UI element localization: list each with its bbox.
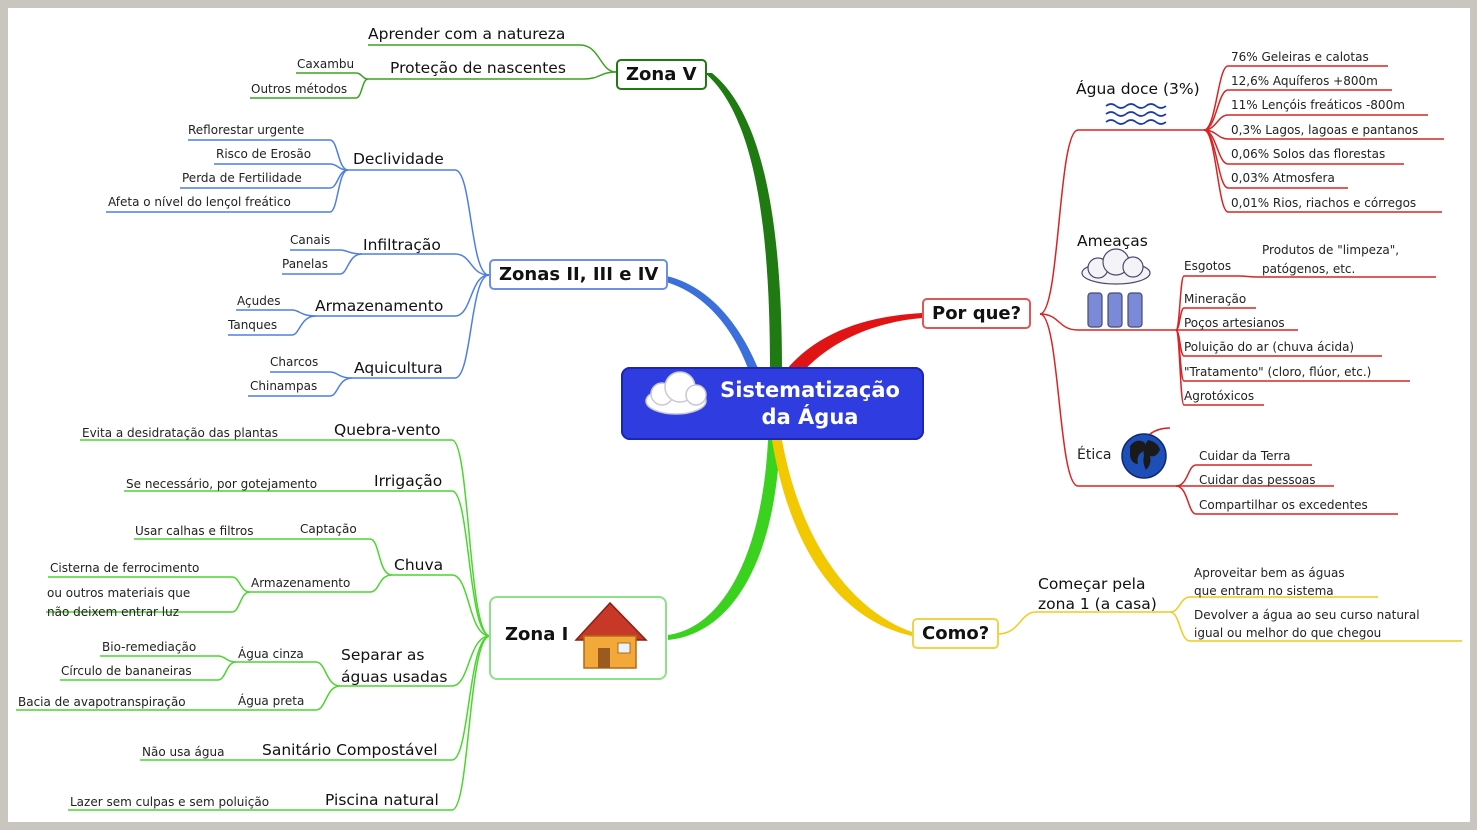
node-pocos[interactable]: Poços artesianos xyxy=(1184,316,1285,330)
node-armazenamento-chuva[interactable]: Armazenamento xyxy=(251,576,351,590)
node-risco-erosao[interactable]: Risco de Erosão xyxy=(216,147,312,161)
node-nao-usa-agua[interactable]: Não usa água xyxy=(142,745,225,759)
node-agrotoxicos[interactable]: Agrotóxicos xyxy=(1184,389,1255,403)
node-reflorestar[interactable]: Reflorestar urgente xyxy=(188,123,305,137)
node-perda-fertilidade[interactable]: Perda de Fertilidade xyxy=(182,171,302,185)
node-afeta-lencol[interactable]: Afeta o nível do lençol freático xyxy=(108,195,291,209)
node-aproveitar-aguas[interactable]: Aproveitar bem as águas que entram no si… xyxy=(1194,566,1345,598)
node-produtos-limpeza[interactable]: Produtos de "limpeza", patógenos, etc. xyxy=(1262,243,1400,276)
node-bacia-avapotranspiracao[interactable]: Bacia de avapotranspiração xyxy=(18,695,186,709)
topic-como[interactable]: Como? xyxy=(912,618,1000,649)
topic-zona-v[interactable]: Zona V xyxy=(616,59,707,90)
node-solos[interactable]: 0,06% Solos das florestas xyxy=(1231,147,1386,161)
node-separar-aguas[interactable]: Separar as águas usadas xyxy=(341,646,448,686)
node-charcos[interactable]: Charcos xyxy=(270,355,319,369)
node-acudes[interactable]: Açudes xyxy=(237,294,281,308)
node-lencois[interactable]: 11% Lençóis freáticos -800m xyxy=(1231,98,1405,112)
node-tanques[interactable]: Tanques xyxy=(228,318,278,332)
node-cuidar-terra[interactable]: Cuidar da Terra xyxy=(1199,449,1291,463)
node-geleiras[interactable]: 76% Geleiras e calotas xyxy=(1231,50,1369,64)
node-etica[interactable]: Ética xyxy=(1077,447,1112,463)
branch-zona-1 xyxy=(668,440,780,640)
node-cisterna[interactable]: Cisterna de ferrocimento xyxy=(50,561,200,575)
node-protecao-nascentes[interactable]: Proteção de nascentes xyxy=(390,59,566,77)
node-aprender[interactable]: Aprender com a natureza xyxy=(368,25,566,43)
node-quebra-vento[interactable]: Quebra-vento xyxy=(334,421,441,439)
node-evita-desidratacao[interactable]: Evita a desidratação das plantas xyxy=(82,426,278,440)
node-agua-cinza[interactable]: Água cinza xyxy=(238,647,304,661)
topic-zona-i: Zona I xyxy=(505,624,569,645)
node-compartilhar[interactable]: Compartilhar os excedentes xyxy=(1199,498,1368,512)
node-caxambu[interactable]: Caxambu xyxy=(297,57,355,71)
branch-zonas-2-4 xyxy=(662,275,762,380)
node-panelas[interactable]: Panelas xyxy=(282,257,328,271)
node-infiltracao[interactable]: Infiltração xyxy=(363,236,441,254)
node-chinampas[interactable]: Chinampas xyxy=(250,379,318,393)
node-aquicultura[interactable]: Aquicultura xyxy=(354,359,443,377)
branch-zona-v xyxy=(705,73,782,370)
node-agua-preta[interactable]: Água preta xyxy=(238,694,305,708)
node-gotejamento[interactable]: Se necessário, por gotejamento xyxy=(126,477,318,491)
node-poluicao-ar[interactable]: Poluição do ar (chuva ácida) xyxy=(1184,340,1355,354)
topic-zonas-2-4[interactable]: Zonas II, III e IV xyxy=(489,259,669,290)
node-armazenamento-zonas[interactable]: Armazenamento xyxy=(315,297,444,315)
branch-por-que xyxy=(786,313,922,375)
node-devolver-agua[interactable]: Devolver a água ao seu curso natural igu… xyxy=(1194,608,1420,640)
node-circulo-bananeiras[interactable]: Círculo de bananeiras xyxy=(61,664,192,678)
node-aquiferos[interactable]: 12,6% Aquíferos +800m xyxy=(1231,74,1378,88)
node-tratamento[interactable]: "Tratamento" (cloro, flúor, etc.) xyxy=(1184,365,1372,379)
node-lazer[interactable]: Lazer sem culpas e sem poluição xyxy=(70,795,270,809)
node-mineracao[interactable]: Mineração xyxy=(1184,292,1247,306)
node-ameacas[interactable]: Ameaças xyxy=(1077,232,1148,250)
node-lagos[interactable]: 0,3% Lagos, lagoas e pantanos xyxy=(1231,123,1419,137)
node-bio-remediacao[interactable]: Bio-remediação xyxy=(102,640,197,654)
node-rios[interactable]: 0,01% Rios, riachos e córregos xyxy=(1231,196,1417,210)
topic-por-que[interactable]: Por que? xyxy=(922,298,1032,329)
node-irrigacao[interactable]: Irrigação xyxy=(374,472,443,490)
node-atmosfera[interactable]: 0,03% Atmosfera xyxy=(1231,171,1335,185)
node-cuidar-pessoas[interactable]: Cuidar das pessoas xyxy=(1199,473,1316,487)
node-agua-doce[interactable]: Água doce (3%) xyxy=(1076,80,1200,98)
node-chuva[interactable]: Chuva xyxy=(394,556,444,574)
node-piscina[interactable]: Piscina natural xyxy=(325,791,439,809)
node-outros-metodos[interactable]: Outros métodos xyxy=(251,82,348,96)
node-outros-materiais[interactable]: ou outros materiais que não deixem entra… xyxy=(47,586,191,619)
node-canais[interactable]: Canais xyxy=(290,233,331,247)
node-captacao[interactable]: Captação xyxy=(300,522,357,536)
branch-como xyxy=(772,440,912,636)
central-title: Sistematização da Água xyxy=(720,378,900,429)
node-esgotos[interactable]: Esgotos xyxy=(1184,259,1232,273)
node-calhas-filtros[interactable]: Usar calhas e filtros xyxy=(135,524,254,538)
node-comecar-zona-1[interactable]: Começar pela zona 1 (a casa) xyxy=(1038,575,1157,613)
node-sanitario[interactable]: Sanitário Compostável xyxy=(262,741,438,759)
node-declividade[interactable]: Declividade xyxy=(353,150,444,168)
